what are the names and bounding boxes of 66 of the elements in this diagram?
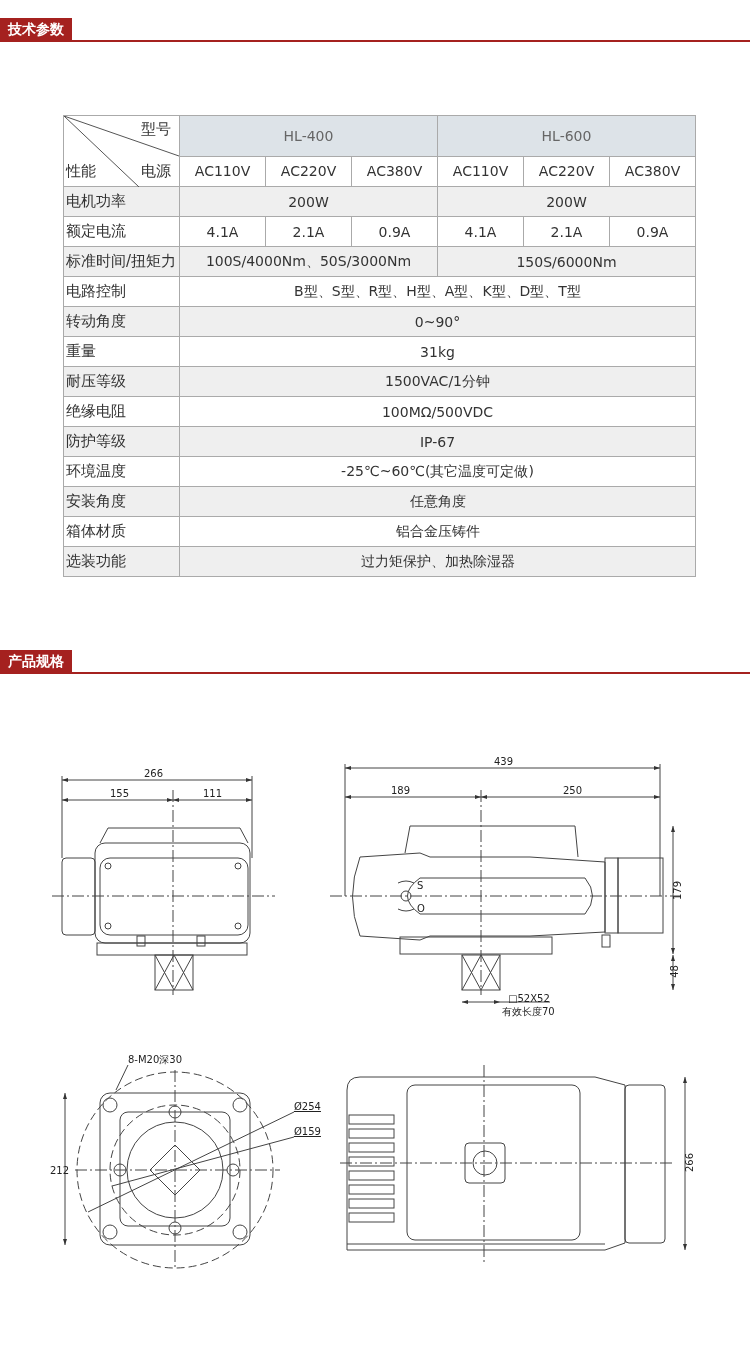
- table-cell: 4.1A: [437, 216, 524, 247]
- row-header: 电路控制: [63, 276, 180, 307]
- position-letter: S: [417, 880, 424, 891]
- row-header: 防护等级: [63, 426, 180, 457]
- table-cell: AC380V: [609, 156, 696, 187]
- row-header: 额定电流: [63, 216, 180, 247]
- column-header: HL-400: [179, 115, 438, 157]
- dimension-text: 189: [391, 785, 411, 796]
- dimension-text: 179: [672, 880, 684, 901]
- row-header: 电机功率: [63, 186, 180, 217]
- dimension-text: □52X52: [508, 993, 550, 1004]
- table-cell: 铝合金压铸件: [179, 516, 696, 547]
- row-header: 重量: [63, 336, 180, 367]
- table-cell: 1500VAC/1分钟: [179, 366, 696, 397]
- dimension-text: 266: [684, 1152, 696, 1173]
- dimension-text: 有效长度70: [502, 1006, 555, 1017]
- table-cell: AC380V: [351, 156, 438, 187]
- table-cell: B型、S型、R型、H型、A型、K型、D型、T型: [179, 276, 696, 307]
- table-cell: 0~90°: [179, 306, 696, 337]
- table-cell: 200W: [179, 186, 438, 217]
- leader-line: [111, 1136, 295, 1187]
- position-letter: O: [417, 903, 425, 914]
- table-cell: IP-67: [179, 426, 696, 457]
- header-text: 型号: [141, 120, 171, 139]
- callout-text: 8-M20深30: [128, 1054, 183, 1065]
- row-header: 绝缘电阻: [63, 396, 180, 427]
- table-cell: 100MΩ/500VDC: [179, 396, 696, 427]
- table-cell: 4.1A: [179, 216, 266, 247]
- dimension-text: 250: [563, 785, 583, 796]
- table-cell: 100S/4000Nm、50S/3000Nm: [179, 246, 438, 277]
- table-cell: 2.1A: [523, 216, 610, 247]
- table-cell: 0.9A: [609, 216, 696, 247]
- table-cell: 0.9A: [351, 216, 438, 247]
- section-heading: 技术参数: [0, 18, 72, 40]
- header-text: 电源: [141, 162, 171, 181]
- row-header: 安装角度: [63, 486, 180, 517]
- leader-line: [115, 1064, 129, 1091]
- column-header: HL-600: [437, 115, 696, 157]
- row-header: 环境温度: [63, 456, 180, 487]
- table-cell: 2.1A: [265, 216, 352, 247]
- dimension-text: 111: [203, 788, 223, 799]
- leader-line: [87, 1111, 295, 1213]
- table-cell: AC220V: [523, 156, 610, 187]
- table-cell: 任意角度: [179, 486, 696, 517]
- table-cell: -25℃~60℃(其它温度可定做): [179, 456, 696, 487]
- callout-text: Ø254: [294, 1101, 321, 1112]
- table-cell: AC110V: [437, 156, 524, 187]
- row-header: 耐压等级: [63, 366, 180, 397]
- row-header: 选装功能: [63, 546, 180, 577]
- dimension-text: 266: [144, 768, 164, 779]
- row-header: 标准时间/扭矩力: [63, 246, 180, 277]
- table-cell: AC110V: [179, 156, 266, 187]
- dimension-text: 439: [494, 756, 514, 767]
- section-heading: 产品规格: [0, 650, 72, 672]
- dimension-text: 212: [50, 1165, 70, 1176]
- row-header: 转动角度: [63, 306, 180, 337]
- table-cell: 200W: [437, 186, 696, 217]
- table-cell: 过力矩保护、加热除湿器: [179, 546, 696, 577]
- table-cell: 31kg: [179, 336, 696, 367]
- callout-text: Ø159: [294, 1126, 321, 1137]
- row-header: 箱体材质: [63, 516, 180, 547]
- dimension-text: 155: [110, 788, 130, 799]
- header-text: 性能: [66, 162, 96, 181]
- table-cell: AC220V: [265, 156, 352, 187]
- dimension-text: 48: [668, 965, 680, 978]
- table-cell: 150S/6000Nm: [437, 246, 696, 277]
